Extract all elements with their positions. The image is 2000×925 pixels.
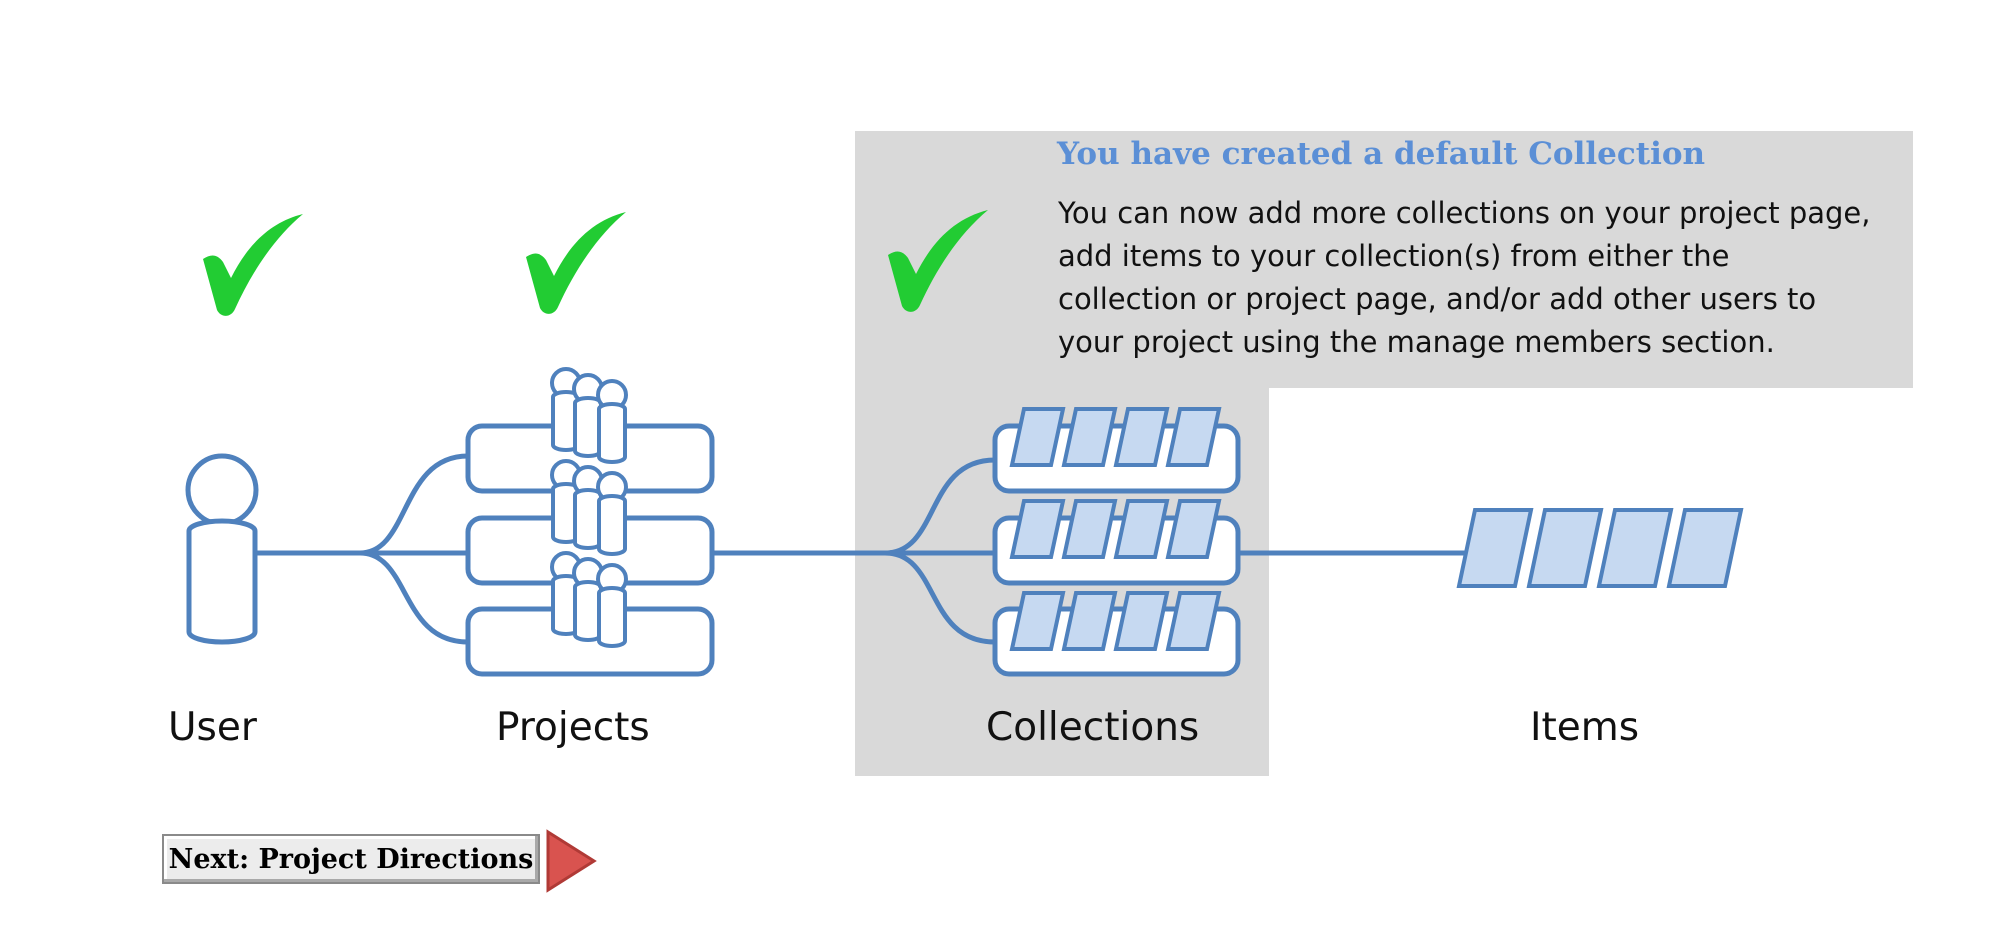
- callout-line: collection or project page, and/or add o…: [1058, 282, 1817, 316]
- stage-label-user: User: [168, 705, 257, 750]
- user-projects-connector: [255, 453, 469, 645]
- play-arrow-icon[interactable]: [545, 829, 597, 893]
- callout-title: You have created a default Collection: [1057, 136, 1706, 172]
- checkmark-icon-collections: [888, 210, 988, 312]
- highlight-panel-top: [855, 131, 1913, 388]
- next-project-directions-button[interactable]: Next: Project Directions: [162, 834, 540, 884]
- items-icon: [1457, 508, 1743, 588]
- projects-collections-connector: [712, 457, 996, 645]
- callout-body: You can now add more collections on your…: [1058, 192, 1908, 364]
- stage-label-projects: Projects: [496, 705, 650, 750]
- callout-line: You can now add more collections on your…: [1058, 196, 1871, 230]
- checkmark-icon-user: [203, 214, 303, 316]
- callout-line: your project using the manage members se…: [1058, 325, 1775, 359]
- stage-label-collections: Collections: [986, 705, 1200, 750]
- user-icon: [185, 453, 259, 645]
- callout-line: add items to your collection(s) from eit…: [1058, 239, 1730, 273]
- projects-icon: [465, 369, 715, 677]
- stage-label-items: Items: [1530, 705, 1640, 750]
- checkmark-icon-projects: [526, 212, 626, 314]
- collections-icon: [992, 407, 1241, 677]
